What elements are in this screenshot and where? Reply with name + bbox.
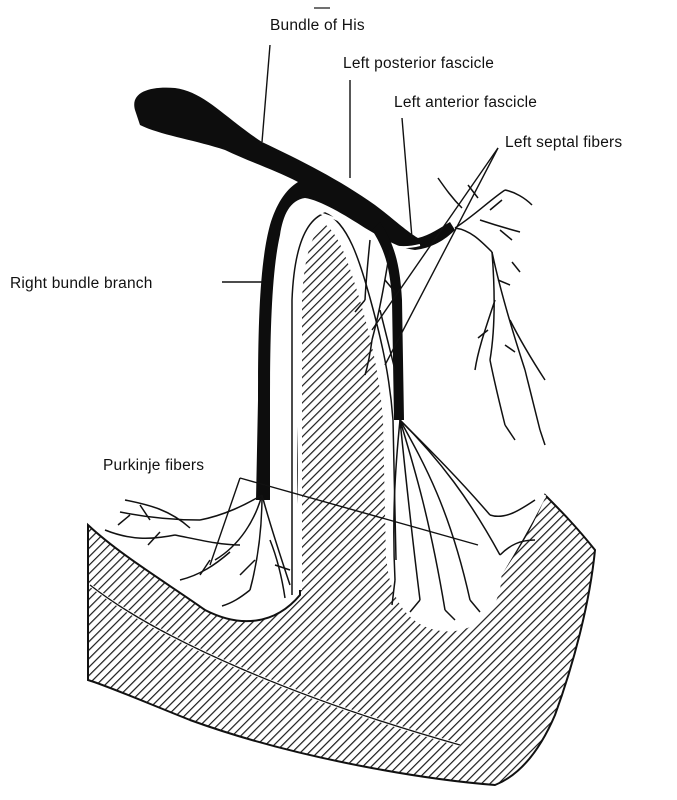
leader-left-anterior-fascicle [402, 118, 412, 238]
ventricle-wall-outer [88, 222, 595, 785]
leader-purkinje-1 [210, 478, 240, 565]
label-left-anterior-fascicle: Left anterior fascicle [394, 94, 537, 111]
label-bundle-of-his: Bundle of His [270, 17, 365, 34]
bundle-of-his-shape [134, 88, 455, 500]
label-left-posterior-fascicle: Left posterior fascicle [343, 55, 494, 72]
label-right-bundle-branch: Right bundle branch [10, 275, 153, 292]
leader-bundle-of-his [262, 45, 270, 142]
label-left-septal-fibers: Left septal fibers [505, 134, 622, 151]
leader-left-septal-2 [385, 148, 498, 365]
label-purkinje-fibers: Purkinje fibers [103, 457, 204, 474]
anterior-fascicle-network [438, 178, 545, 445]
